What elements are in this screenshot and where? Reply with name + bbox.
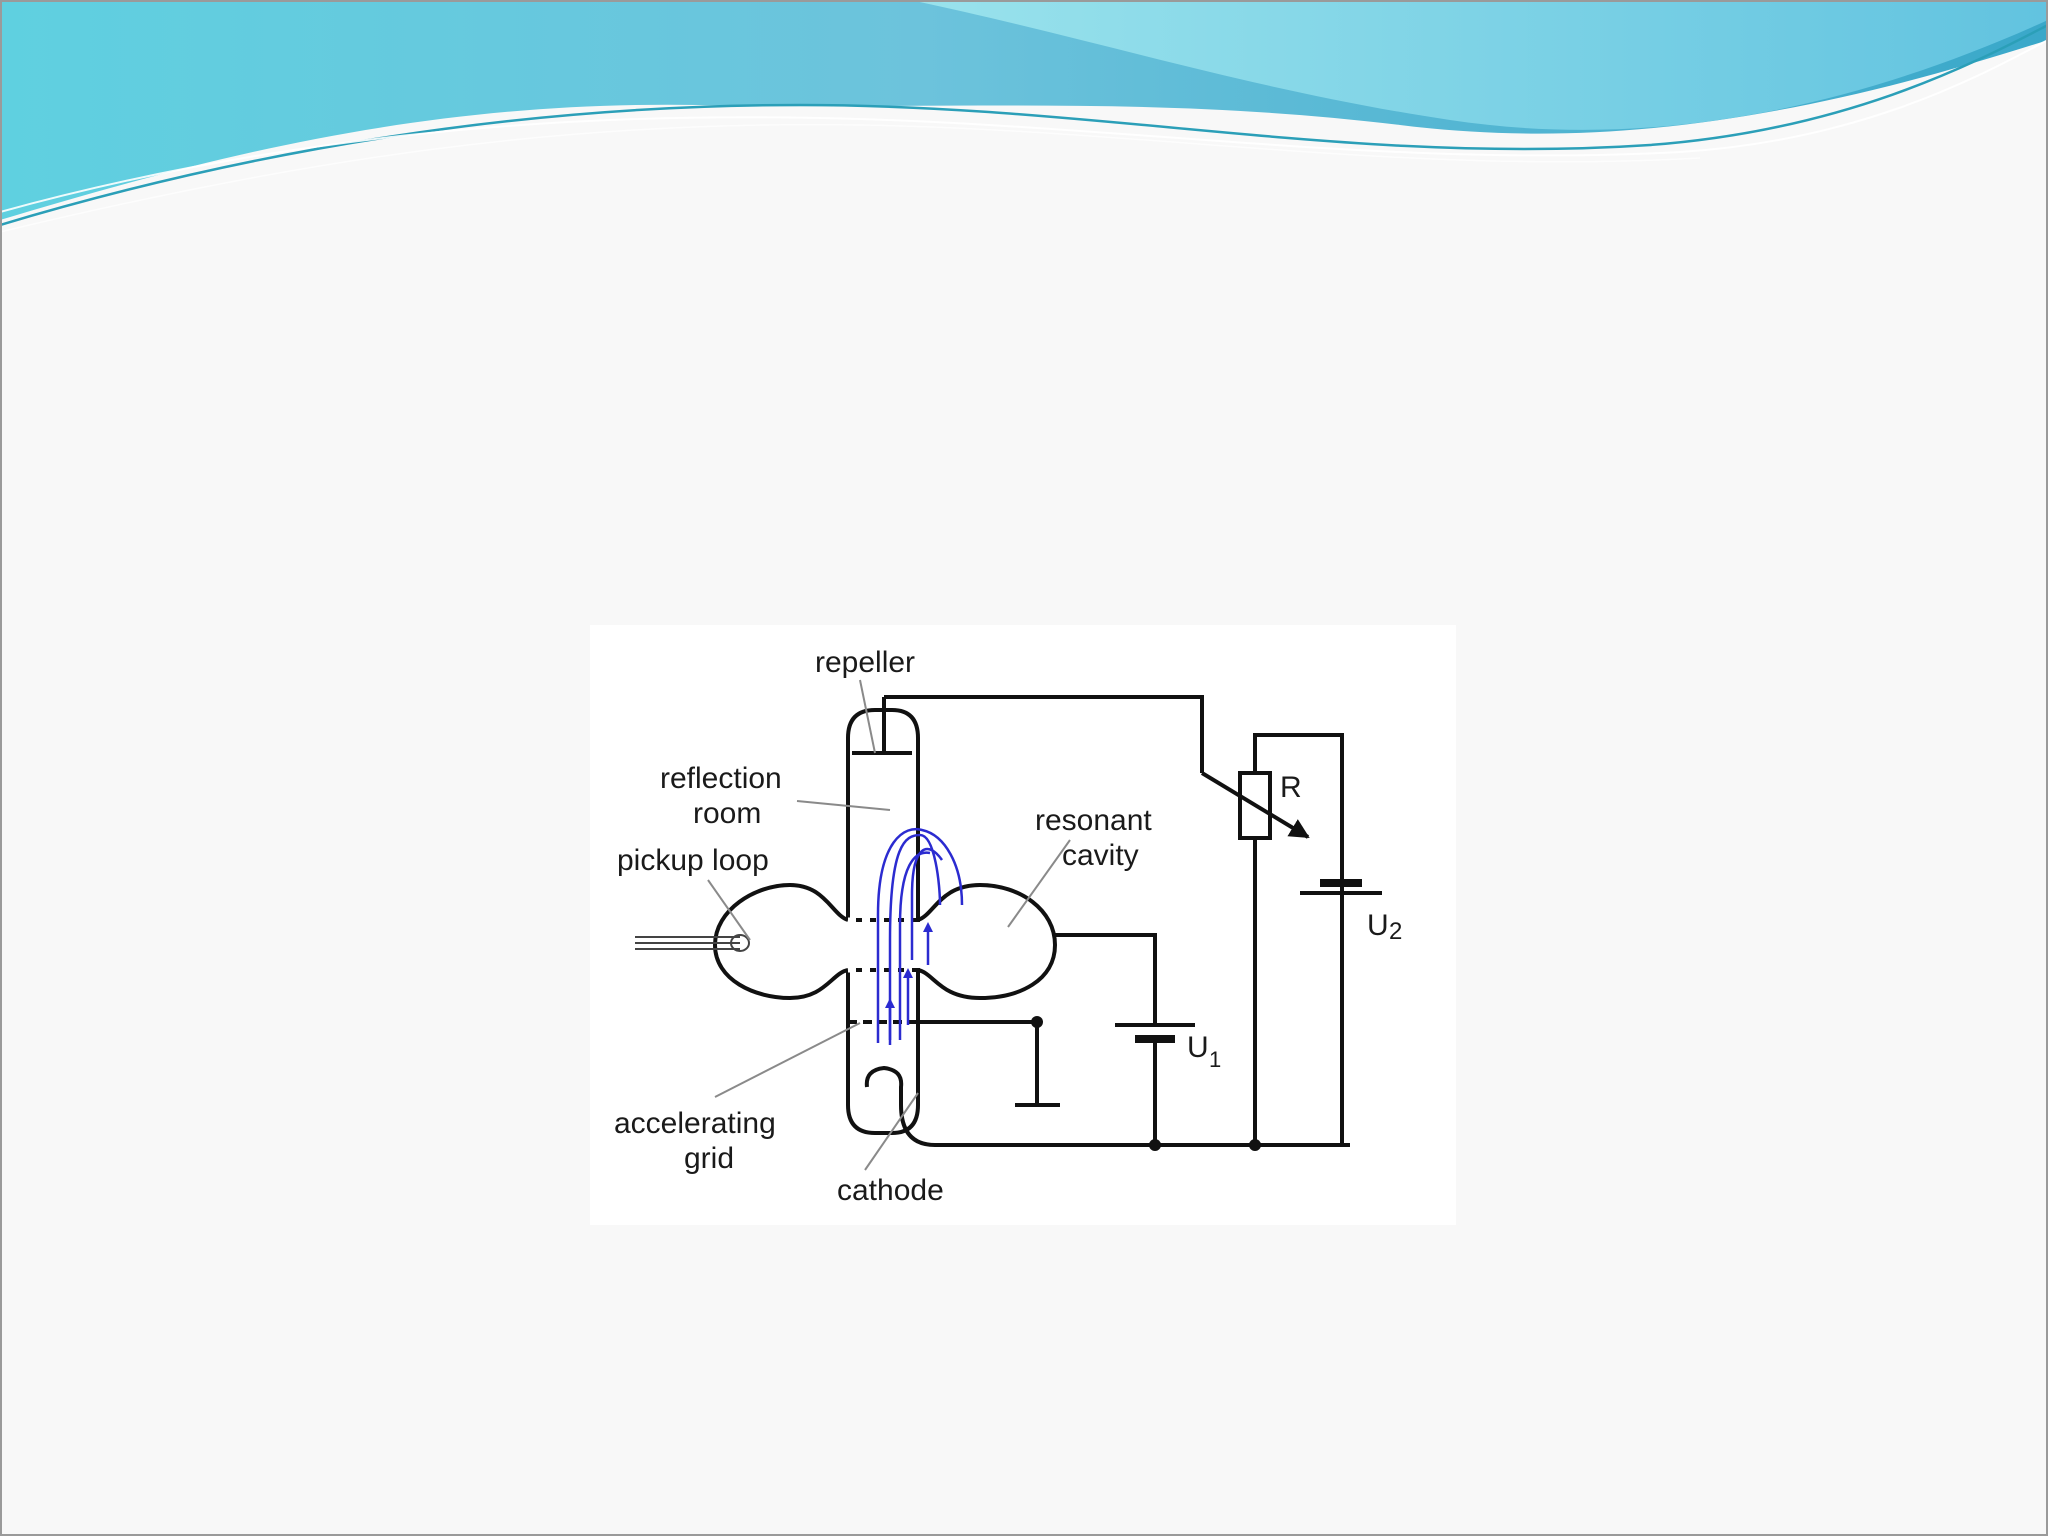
pickup-loop <box>635 934 750 952</box>
resonant-cavity <box>917 882 1058 1001</box>
accelerating-grid <box>848 1016 1060 1107</box>
pickup-loop-label: pickup loop <box>617 844 769 877</box>
header-wave-decoration <box>0 0 2048 233</box>
resistor-r-label: R <box>1280 771 1302 804</box>
repeller-label: repeller <box>815 646 915 679</box>
accelerating-grid-label-line2: grid <box>684 1142 734 1175</box>
u1-supply <box>1055 933 1195 1151</box>
cavity-grids <box>848 917 918 973</box>
u1-label-sub: 1 <box>1209 1047 1221 1072</box>
resonant-cavity-label-line1: resonant <box>1035 804 1152 837</box>
u1-label: U 1 <box>1187 1031 1221 1072</box>
leader-lines <box>707 679 1071 1171</box>
u2-label-sub: 2 <box>1389 918 1402 945</box>
cathode-label: cathode <box>837 1174 944 1207</box>
reflex-klystron-diagram: repeller reflection room pickup loop res… <box>614 646 1402 1207</box>
u2-supply-loop <box>1249 733 1382 1151</box>
u1-label-main: U <box>1187 1031 1209 1064</box>
reflection-room-label-line2: room <box>693 797 761 830</box>
u2-label-main: U <box>1367 909 1389 942</box>
reflection-room-label-line1: reflection <box>660 762 782 795</box>
reflex-klystron-figure: repeller reflection room pickup loop res… <box>590 625 1456 1225</box>
electron-beams <box>876 827 964 1045</box>
cathode-electrode <box>864 1065 1350 1147</box>
repeller-electrode <box>852 695 1204 773</box>
potentiometer-r <box>1200 771 1310 840</box>
resonant-cavity-label-line2: cavity <box>1062 839 1139 872</box>
u2-label: U 2 <box>1367 909 1402 945</box>
accelerating-grid-label-line1: accelerating <box>614 1107 776 1140</box>
